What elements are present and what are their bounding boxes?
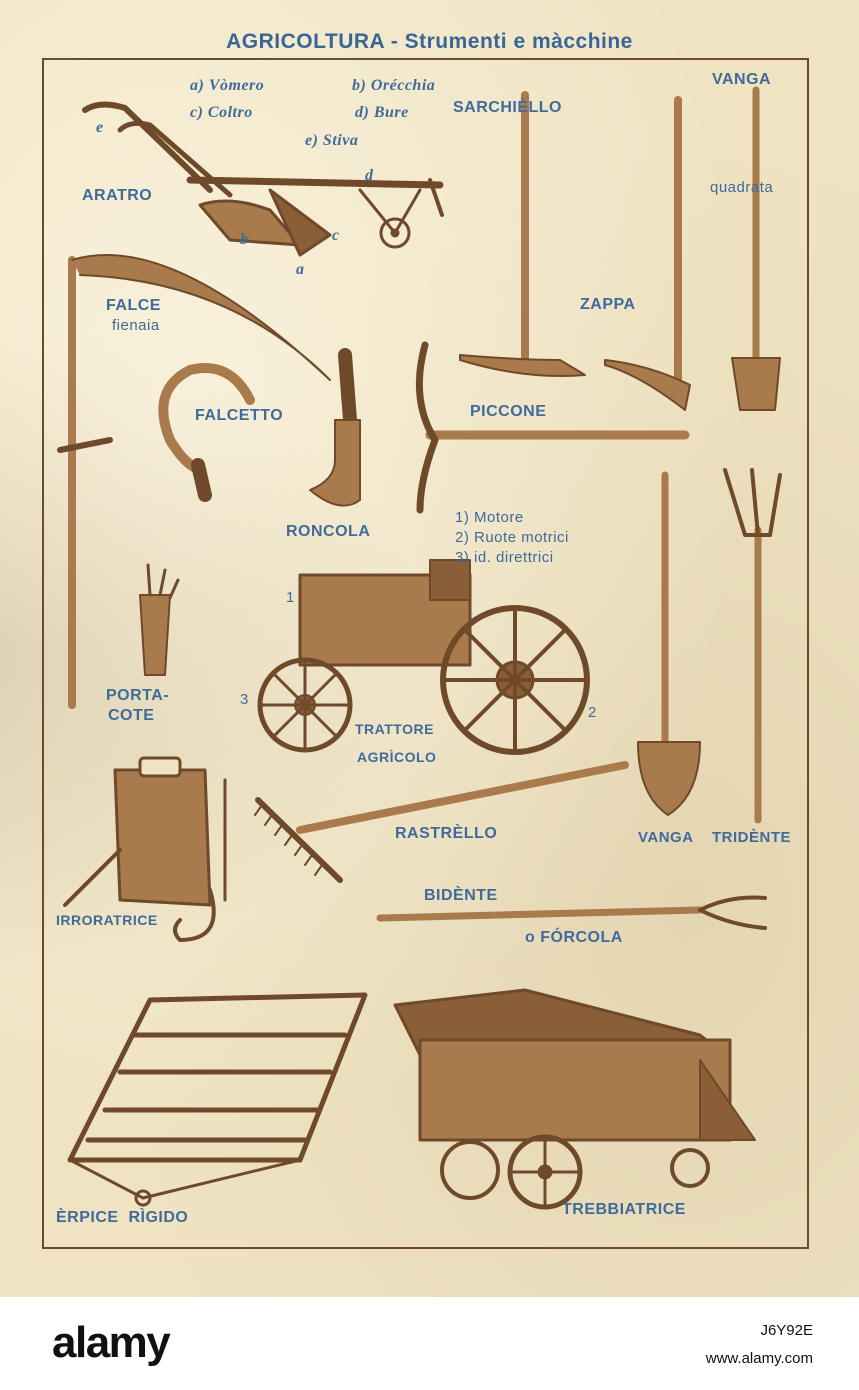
threshing-machine-drawing (393, 988, 756, 1210)
pitchfork-drawing (723, 468, 782, 824)
tools-illustration (57, 86, 782, 1210)
footer-url: www.alamy.com (705, 1350, 813, 1367)
tractor-legend-2: 2) Ruote motrici (455, 529, 569, 546)
label-erpice: ÈRPICE RÌGIDO (56, 1209, 189, 1226)
label-vanga-top: VANGA (712, 71, 772, 88)
rake-drawing (254, 761, 629, 883)
alamy-logo: alamy (52, 1318, 171, 1367)
illustration-page: AGRICOLTURA - Strumenti e màcchine (0, 0, 859, 1297)
label-aratro: ARATRO (82, 187, 153, 204)
label-zappa: ZAPPA (580, 296, 636, 313)
plough-mark-e: e (96, 119, 104, 136)
label-porta: PORTA- (106, 687, 170, 704)
pickaxe-drawing (415, 341, 690, 514)
illustration-frame (42, 58, 809, 1249)
label-roncola: RONCOLA (286, 523, 371, 540)
tractor-mark-2: 2 (588, 704, 597, 721)
plough-legend-b: b) Orécchia (352, 77, 436, 94)
label-tridente: TRIDÈNTE (712, 829, 791, 846)
tractor-drawing (257, 559, 590, 755)
whetstone-holder-drawing (139, 563, 180, 676)
image-id: J6Y92E (760, 1322, 813, 1339)
label-cote: COTE (108, 707, 155, 724)
plough-legend-a: a) Vòmero (190, 77, 265, 94)
label-forcola: o FÓRCOLA (525, 929, 623, 946)
label-vanga: VANGA (638, 829, 694, 846)
plough-legend-c: c) Coltro (190, 104, 253, 121)
sickle-drawing (158, 363, 255, 502)
sprayer-drawing (63, 756, 227, 942)
plough-mark-d: d (365, 167, 374, 184)
title-separator: - (384, 30, 405, 53)
plough-mark-a: a (296, 261, 305, 278)
label-falce: FALCE (106, 297, 161, 314)
title-main: AGRICOLTURA (226, 30, 385, 53)
label-bidente: BIDÈNTE (424, 887, 498, 904)
tractor-legend-1: 1) Motore (455, 509, 524, 526)
title-subtitle: Strumenti e màcchine (404, 30, 633, 53)
hoe-drawing (604, 96, 691, 411)
label-agricolo: AGRÌCOLO (357, 749, 437, 765)
tractor-legend-3: 3) id. direttrici (455, 549, 554, 566)
label-irroratrice: IRRORATRICE (56, 912, 158, 928)
label-sarchiello: SARCHIÈLLO (453, 99, 562, 116)
tractor-mark-1: 1 (286, 589, 295, 606)
spade-drawing (637, 471, 701, 816)
stock-footer (0, 1297, 859, 1390)
plough-legend-d: d) Bure (355, 104, 409, 121)
label-fienaia: fienaia (112, 317, 160, 334)
plough-legend-e: e) Stiva (305, 132, 359, 149)
weeding-hoe-drawing (459, 91, 586, 377)
label-trebbiatrice: TREBBIATRICE (562, 1201, 686, 1218)
two-prong-fork-drawing (376, 895, 767, 930)
label-quadrata: quadrata (710, 179, 774, 196)
harrow-drawing (67, 992, 368, 1207)
label-piccone: PICCONE (470, 403, 547, 420)
scythe-drawing (57, 254, 331, 709)
label-falcetto: FALCETTO (195, 407, 284, 424)
plough-drawing (82, 101, 444, 257)
page-title: AGRICOLTURA - Strumenti e màcchine (0, 30, 859, 54)
plough-mark-c: c (332, 227, 340, 244)
plough-mark-b: b (240, 231, 249, 248)
square-spade-drawing (731, 86, 781, 411)
billhook-drawing (309, 348, 361, 507)
tractor-mark-3: 3 (240, 691, 249, 708)
label-trattore: TRATTORE (355, 721, 434, 737)
label-rastrello: RASTRÈLLO (395, 825, 498, 842)
